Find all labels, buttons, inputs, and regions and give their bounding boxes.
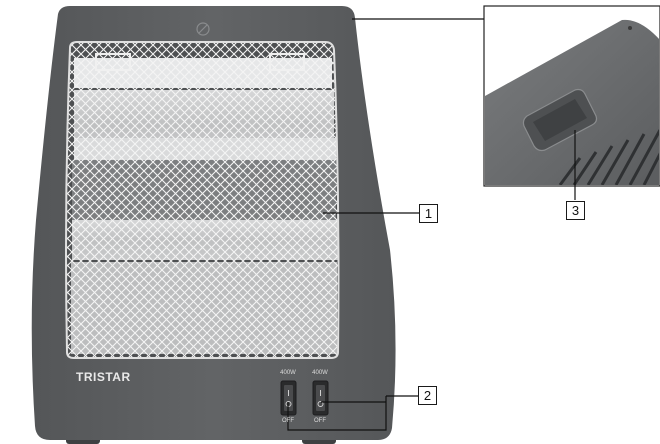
callout-3: 3	[566, 201, 585, 220]
top-indicator	[196, 22, 210, 36]
leader-lines	[287, 18, 576, 431]
callout-2: 2	[418, 386, 437, 405]
switch-right-off-label: OFF	[314, 418, 326, 424]
switch-right-power-label: 400W	[312, 370, 328, 376]
protective-grille	[65, 41, 340, 359]
callout-1: 1	[419, 204, 438, 223]
switch-left-power-label: 400W	[280, 370, 296, 376]
grille-clip-left	[95, 53, 131, 71]
handle-detail-inset	[483, 5, 660, 187]
switch-left-off-label: OFF	[282, 418, 294, 424]
brand-logo: TRISTAR	[76, 370, 131, 384]
vent-slots	[558, 129, 659, 185]
grille-clip-right	[269, 53, 305, 71]
